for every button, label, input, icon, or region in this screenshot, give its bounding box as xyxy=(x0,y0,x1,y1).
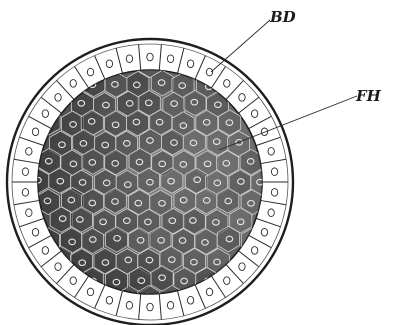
ring-cell-nucleus xyxy=(70,80,76,88)
ring-cell-nucleus xyxy=(167,55,173,63)
label-bd: BD xyxy=(269,8,296,26)
ring-cell-nucleus xyxy=(271,168,277,176)
ring-cell-nucleus xyxy=(251,247,257,255)
ring-cell-nucleus xyxy=(87,68,93,76)
ring-cell-nucleus xyxy=(224,80,230,88)
ring-cell-nucleus xyxy=(22,168,28,176)
ring-cell-nucleus xyxy=(268,148,274,156)
ring-cell-nucleus xyxy=(206,288,212,296)
ring-cell-nucleus xyxy=(239,263,245,271)
ring-cell-nucleus xyxy=(55,94,61,102)
ring-cell-nucleus xyxy=(32,228,38,236)
ring-cell-nucleus xyxy=(26,209,32,217)
ring-cell-nucleus xyxy=(147,303,153,311)
leader-line-bd xyxy=(211,20,270,72)
ring-cell-nucleus xyxy=(32,128,38,136)
label-fh: FH xyxy=(355,87,382,105)
ring-cell-nucleus xyxy=(206,68,212,76)
ring-cell-nucleus xyxy=(239,94,245,102)
ring-cell-nucleus xyxy=(187,296,193,304)
ring-cell-nucleus xyxy=(167,301,173,309)
ring-cell-nucleus xyxy=(22,189,28,197)
ring-cell-nucleus xyxy=(271,189,277,197)
ring-cell-nucleus xyxy=(70,277,76,285)
ring-cell-nucleus xyxy=(106,60,112,68)
ring-cell-nucleus xyxy=(147,53,153,61)
ring-cell-nucleus xyxy=(26,148,32,156)
ring-cell-nucleus xyxy=(224,277,230,285)
ring-cell-nucleus xyxy=(55,263,61,271)
ring-cell-nucleus xyxy=(106,296,112,304)
ring-cell-nucleus xyxy=(251,110,257,118)
ring-cell-nucleus xyxy=(261,228,267,236)
ring-cell-nucleus xyxy=(187,60,193,68)
ring-cell-nucleus xyxy=(42,247,48,255)
ring-cell-nucleus xyxy=(268,209,274,217)
ring-cell-nucleus xyxy=(42,110,48,118)
ring-cell-nucleus xyxy=(126,55,132,63)
ring-cell-nucleus xyxy=(126,301,132,309)
ring-cell-nucleus xyxy=(87,288,93,296)
